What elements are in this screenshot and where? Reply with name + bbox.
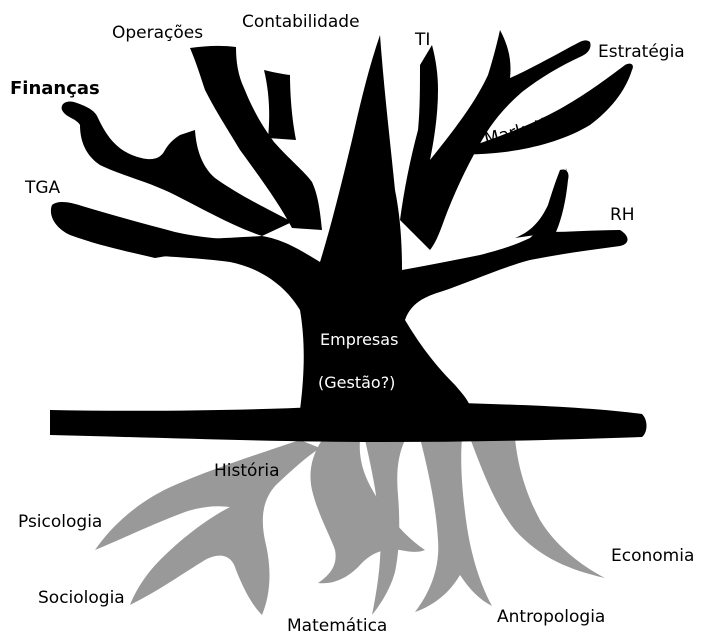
label-tga: TGA bbox=[24, 178, 61, 198]
label-ti: TI bbox=[414, 30, 430, 50]
label-economia: Economia bbox=[611, 546, 694, 566]
label-rh: RH bbox=[610, 205, 635, 225]
label-sociologia: Sociologia bbox=[38, 588, 125, 608]
root-psicologia-sociologia bbox=[95, 440, 320, 615]
label-matematica: Matemática bbox=[287, 616, 387, 636]
label-antropologia: Antropologia bbox=[497, 607, 605, 627]
root-economia bbox=[470, 438, 605, 578]
label-historia: História bbox=[214, 461, 280, 481]
branch-operacoes-stub bbox=[264, 70, 296, 140]
label-empresas: Empresas bbox=[320, 330, 398, 349]
branch-rh bbox=[515, 169, 569, 238]
label-contabilidade: Contabilidade bbox=[242, 12, 360, 32]
label-operacoes: Operações bbox=[112, 23, 203, 43]
label-financas: Finanças bbox=[10, 78, 100, 99]
label-estrategia: Estratégia bbox=[598, 42, 685, 62]
root-historia-matematica bbox=[310, 440, 425, 583]
label-psicologia: Psicologia bbox=[18, 512, 102, 532]
label-gestao: (Gestão?) bbox=[318, 373, 395, 392]
roots-group bbox=[95, 438, 605, 615]
